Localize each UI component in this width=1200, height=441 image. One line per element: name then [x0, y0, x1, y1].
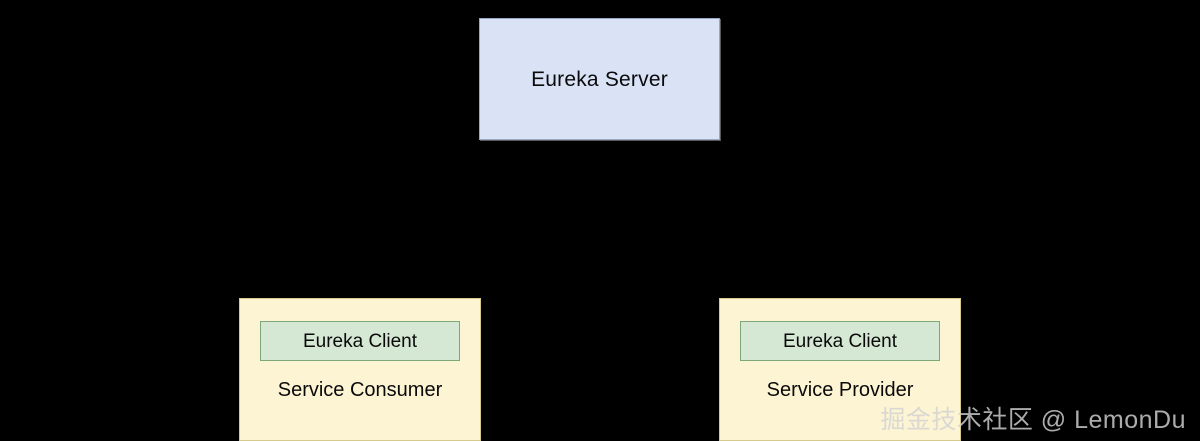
watermark-text: 掘金技术社区 @ LemonDu — [880, 406, 1186, 434]
provider-eureka-client-box: Eureka Client — [740, 321, 940, 361]
consumer-eureka-client-label: Eureka Client — [302, 330, 418, 352]
edge-provider-to-server — [674, 138, 845, 322]
edge-server-to-consumer — [366, 139, 522, 317]
node-service-consumer: Eureka Client Service Consumer — [239, 298, 481, 441]
consumer-eureka-client-box: Eureka Client — [260, 321, 460, 361]
eureka-server-label: Eureka Server — [531, 67, 668, 91]
node-service-provider: Eureka Client Service Provider — [719, 298, 961, 441]
service-provider-caption: Service Provider — [766, 379, 914, 401]
node-eureka-server: Eureka Server — [479, 18, 720, 140]
provider-eureka-client-label: Eureka Client — [782, 330, 898, 352]
service-consumer-caption: Service Consumer — [277, 379, 443, 401]
